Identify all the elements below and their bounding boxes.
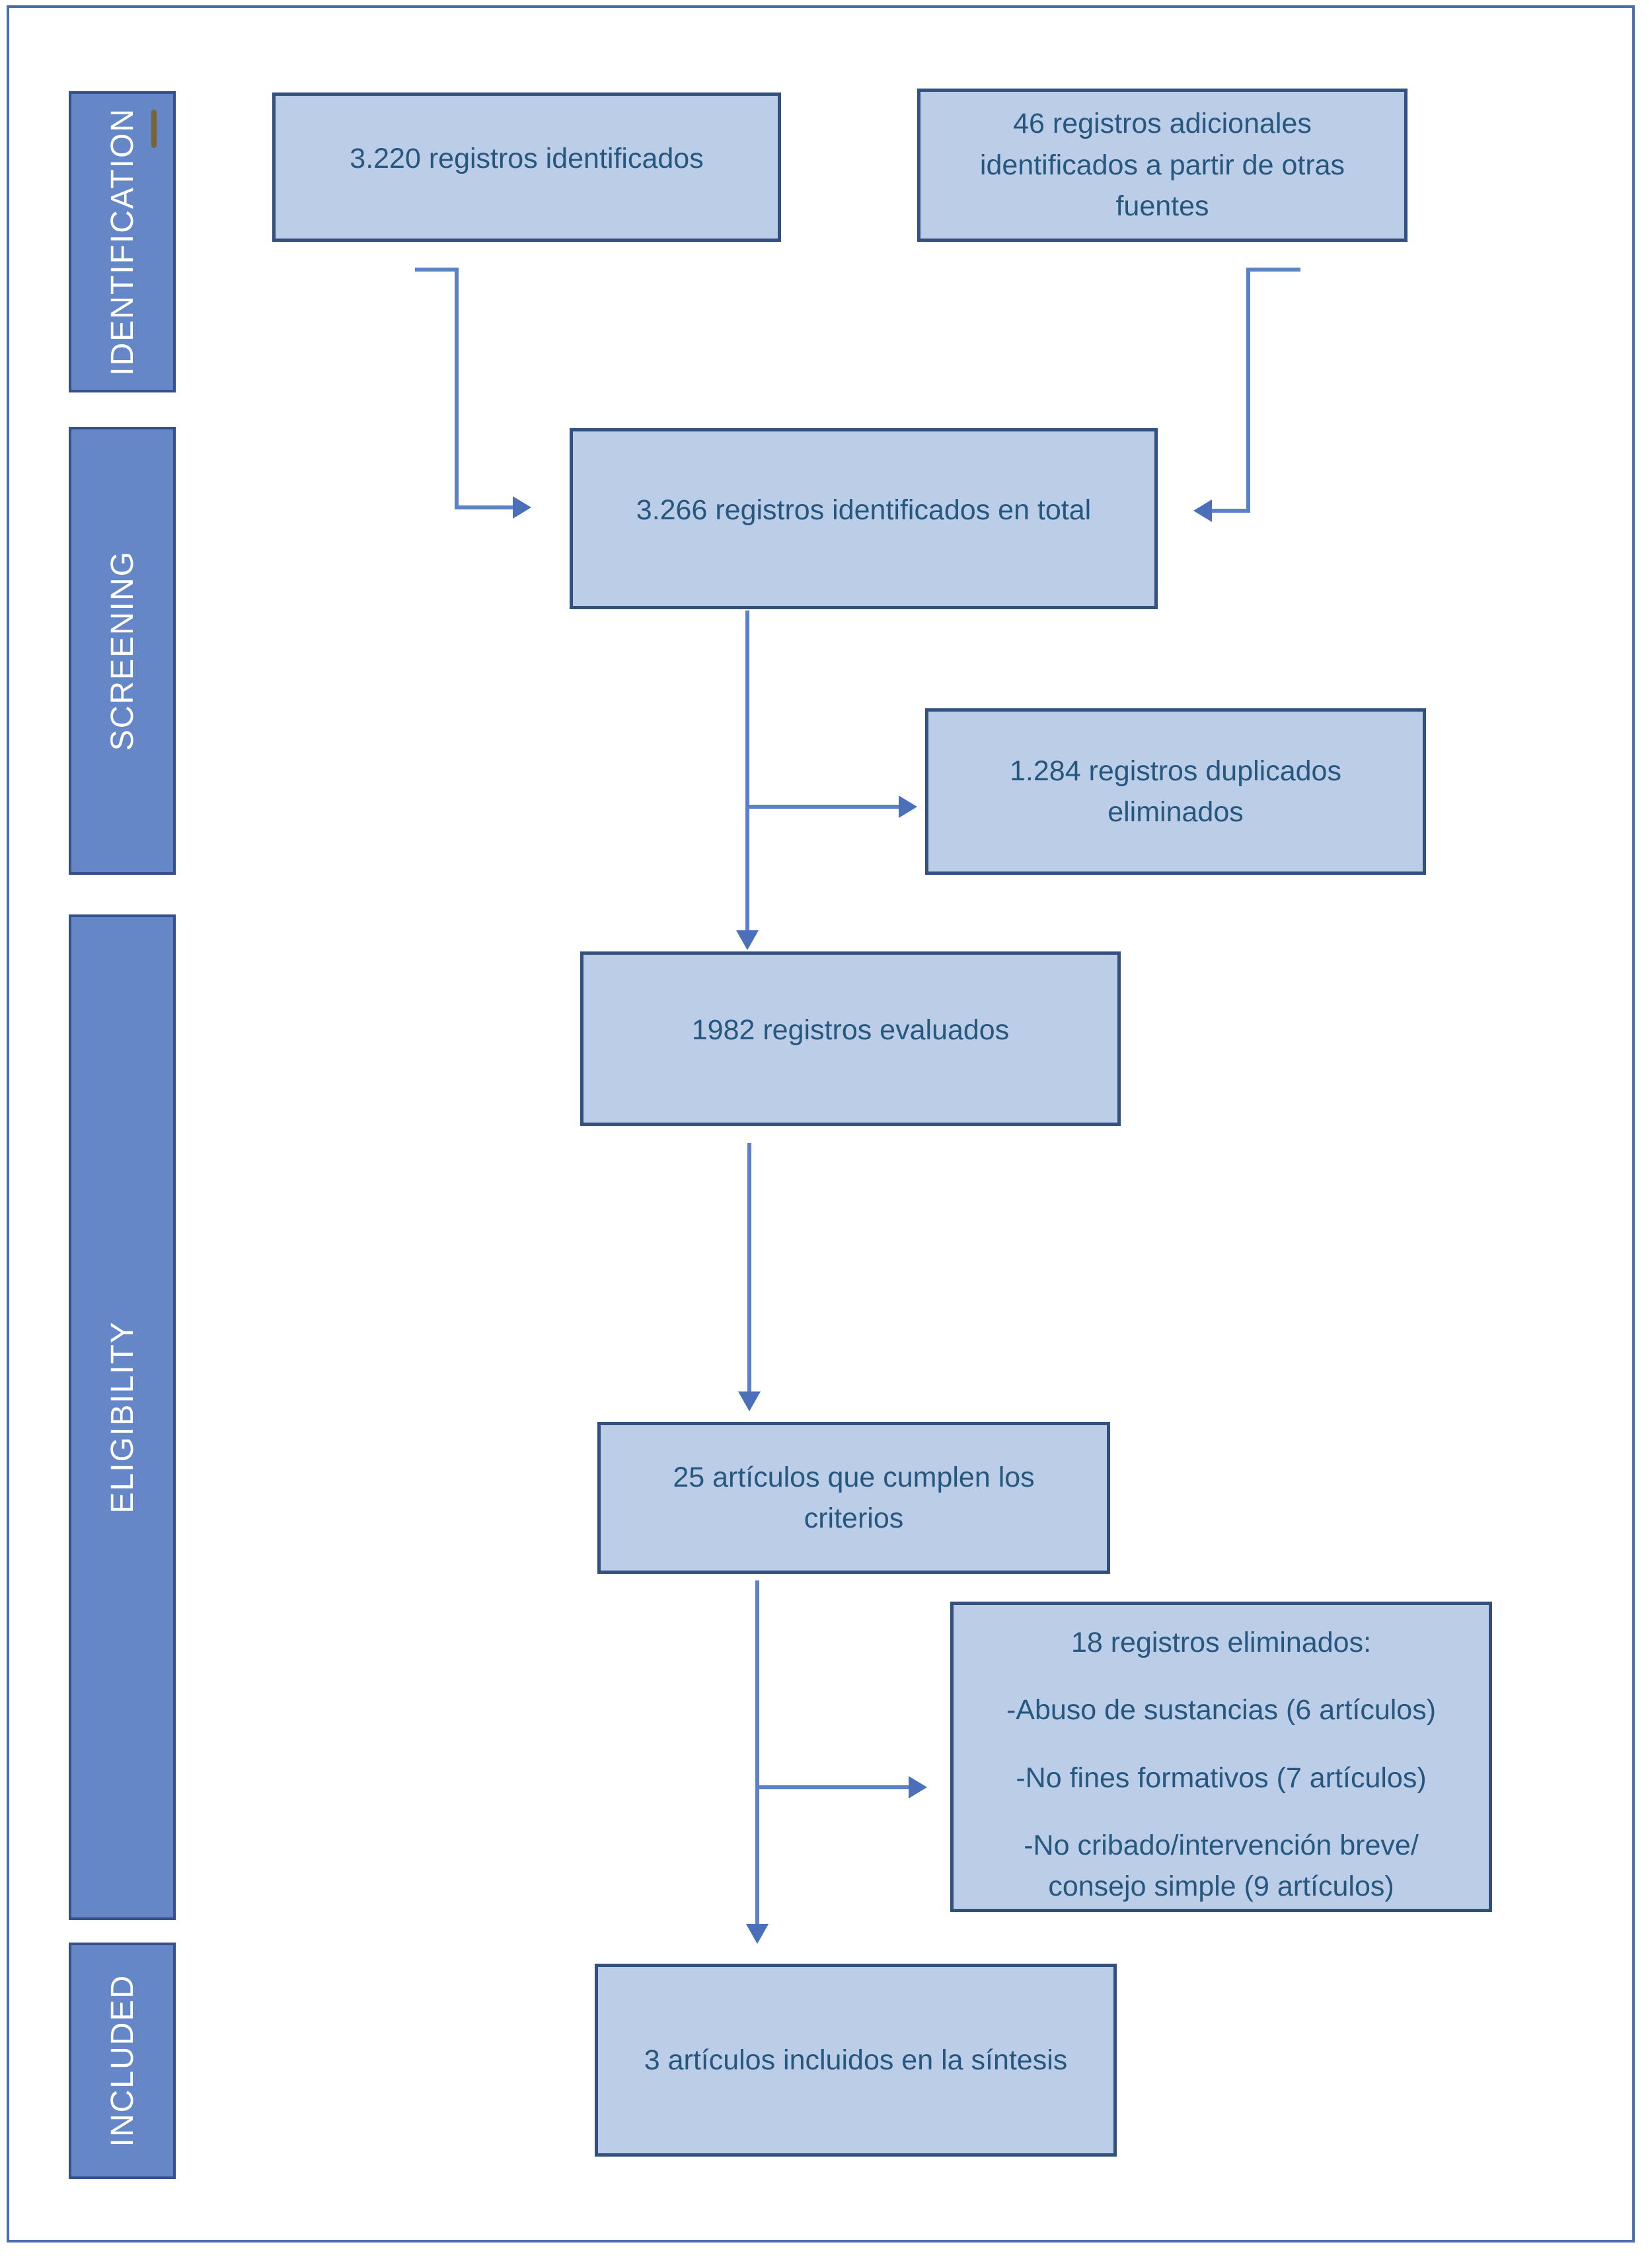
arrowhead-into-duplicates xyxy=(899,796,917,818)
connector-additional-vertical xyxy=(1246,268,1250,511)
box-total-identified: 3.266 registros identificados en total xyxy=(570,428,1158,609)
box-records-excluded: 18 registros eliminados: -Abuso de susta… xyxy=(950,1602,1492,1912)
stage-identification: IDENTIFICATION xyxy=(69,91,176,392)
stage-identification-label: IDENTIFICATION xyxy=(104,108,140,376)
connector-branch-excluded xyxy=(757,1785,909,1789)
connector-criteria-to-included xyxy=(755,1580,759,1925)
box-records-identified: 3.220 registros identificados xyxy=(272,93,781,242)
box-meeting-criteria-text: 25 artículos que cumplen los criterios xyxy=(673,1461,1035,1534)
box-additional-records-text: 46 registros adicionales identificados a… xyxy=(979,108,1345,223)
arrowhead-into-included xyxy=(746,1924,769,1944)
box-meeting-criteria: 25 artículos que cumplen los criterios xyxy=(597,1422,1110,1574)
connector-additional-tick xyxy=(1246,268,1300,272)
box-records-screened: 1982 registros evaluados xyxy=(580,951,1121,1126)
excluded-reason-substance-abuse: -Abuso de sustancias (6 artículos) xyxy=(1006,1694,1437,1726)
excluded-reason-no-screening: -No cribado/intervención breve/ consejo … xyxy=(1024,1830,1419,1903)
arrowhead-into-total-right xyxy=(1193,500,1212,522)
stage-eligibility-label: ELIGIBILITY xyxy=(104,1321,140,1514)
text-cursor-mark xyxy=(151,110,157,148)
box-total-identified-text: 3.266 registros identificados en total xyxy=(636,494,1092,526)
connector-branch-duplicates xyxy=(747,805,899,809)
connector-screened-to-criteria xyxy=(747,1143,751,1393)
connector-total-to-screened xyxy=(745,611,749,932)
stage-included-label: INCLUDED xyxy=(104,1974,140,2147)
box-included-synthesis: 3 artículos incluidos en la síntesis xyxy=(595,1964,1117,2157)
box-duplicates-removed-text: 1.284 registros duplicados eliminados xyxy=(1010,755,1341,828)
stage-eligibility: ELIGIBILITY xyxy=(69,914,176,1920)
arrowhead-into-total-left xyxy=(513,496,531,519)
box-records-screened-text: 1982 registros evaluados xyxy=(691,1014,1010,1046)
box-included-synthesis-text: 3 artículos incluidos en la síntesis xyxy=(644,2044,1068,2076)
stage-screening: SCREENING xyxy=(69,427,176,875)
connector-additional-horizontal xyxy=(1212,509,1250,513)
box-additional-records: 46 registros adicionales identificados a… xyxy=(917,89,1408,242)
arrowhead-into-criteria xyxy=(738,1391,761,1411)
arrowhead-into-excluded xyxy=(909,1776,927,1798)
connector-identified-tick xyxy=(415,268,459,272)
page-border xyxy=(7,5,1635,2242)
stage-included: INCLUDED xyxy=(69,1943,176,2179)
box-records-excluded-title: 18 registros eliminados: xyxy=(1070,1627,1372,1658)
box-records-identified-text: 3.220 registros identificados xyxy=(350,142,704,174)
arrowhead-into-screened xyxy=(736,930,759,950)
box-duplicates-removed: 1.284 registros duplicados eliminados xyxy=(925,708,1426,875)
stage-screening-label: SCREENING xyxy=(104,550,140,751)
connector-identified-vertical xyxy=(455,268,459,507)
connector-identified-horizontal xyxy=(455,505,513,509)
excluded-reason-not-formative: -No fines formativos (7 artículos) xyxy=(1016,1761,1427,1794)
